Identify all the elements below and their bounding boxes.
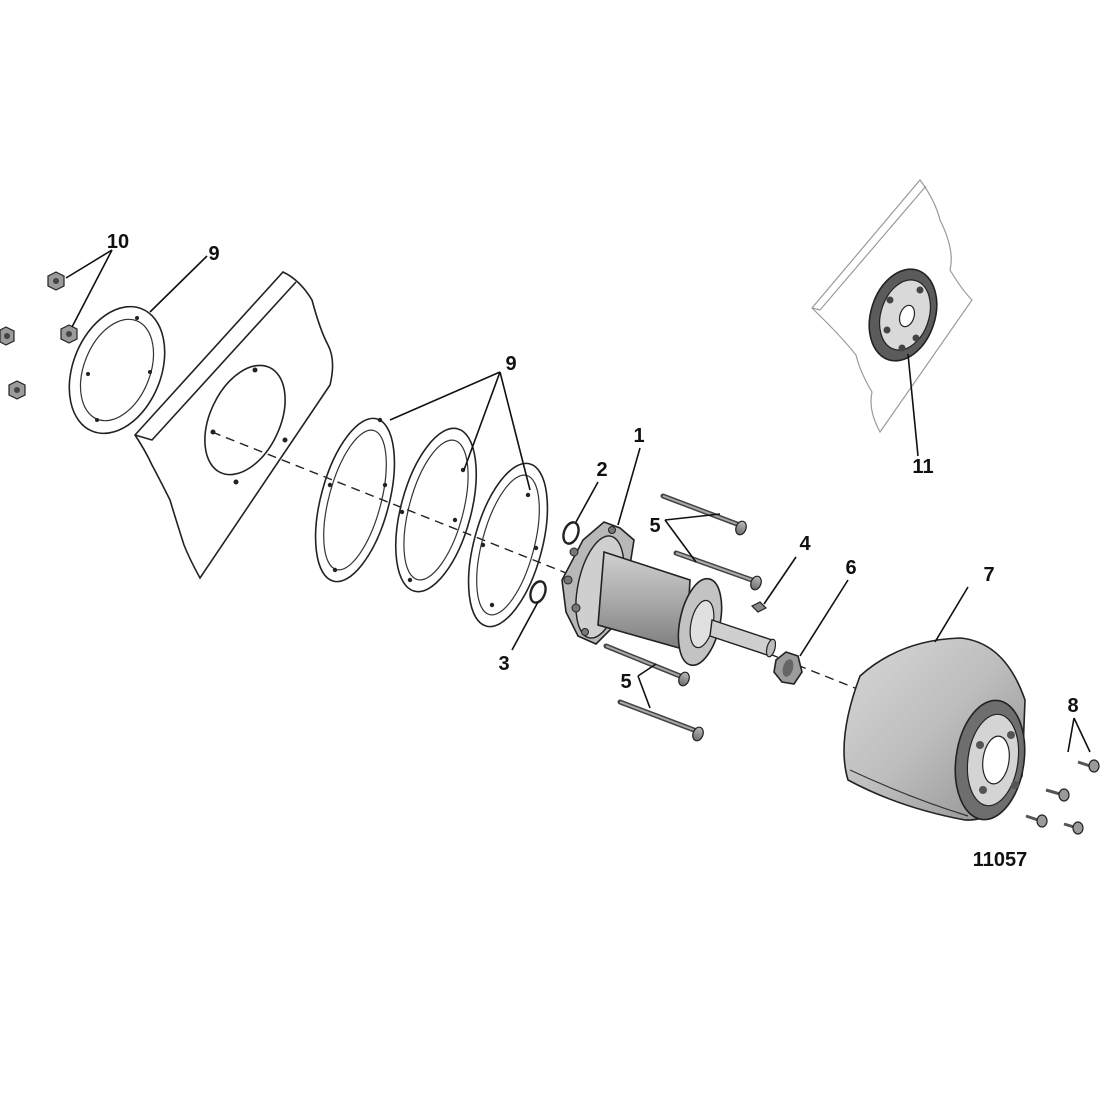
cone-cover (843, 637, 1026, 821)
leader-lines (65, 249, 1091, 753)
gasket (314, 417, 396, 583)
long-bolt (617, 699, 704, 742)
o-ring (529, 580, 547, 604)
hex-nut (0, 326, 15, 346)
gasket-left (68, 305, 166, 435)
cap-screw (1077, 759, 1100, 773)
gasket (395, 427, 477, 593)
callout-5-upper: 5 (649, 515, 660, 537)
callout-9-center: 9 (505, 353, 516, 375)
hex-nut (8, 380, 26, 400)
callout-8: 8 (1067, 695, 1078, 717)
callout-3: 3 (498, 653, 509, 675)
transom-plate (133, 271, 334, 580)
figure-id-number: 11057 (973, 849, 1028, 871)
o-ring (562, 521, 580, 545)
shaft-key (750, 601, 768, 613)
assembly-axis-line (211, 431, 861, 691)
ghost-transom (811, 179, 973, 434)
main-housing (561, 521, 777, 667)
callout-10: 10 (107, 231, 129, 253)
long-bolt (603, 643, 690, 687)
callout-6: 6 (845, 557, 856, 579)
callout-4: 4 (799, 533, 811, 555)
hex-nut (60, 324, 78, 344)
callout-9-left: 9 (208, 243, 219, 265)
cap-screw (1045, 788, 1070, 802)
callout-1: 1 (633, 425, 644, 447)
cap-screw (1025, 814, 1048, 828)
cap-screw (1063, 821, 1084, 835)
mounting-disk (868, 268, 938, 362)
callout-5-lower: 5 (620, 671, 631, 693)
callout-2: 2 (596, 459, 607, 481)
callout-11: 11 (912, 456, 933, 478)
callout-7: 7 (983, 564, 994, 586)
hex-nut (47, 271, 65, 291)
long-bolt (660, 493, 747, 536)
gasket (467, 462, 549, 628)
shaft-nut (773, 651, 803, 685)
long-bolt (673, 550, 762, 591)
